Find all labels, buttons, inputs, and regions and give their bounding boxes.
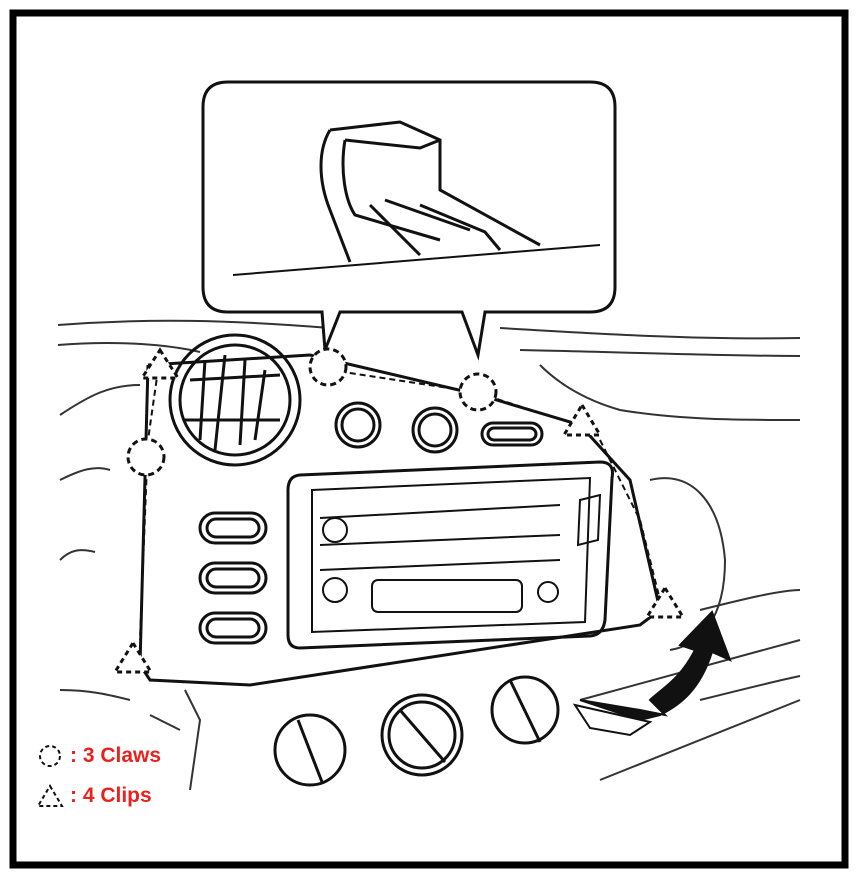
legend-claws: : 3 Claws (70, 744, 161, 768)
claw-markers (126, 347, 498, 477)
dashboard-background (57, 319, 801, 791)
legend-clips-label: : 4 Clips (70, 784, 152, 807)
legend-claws-label: : 3 Claws (70, 744, 162, 767)
legend-symbols (36, 745, 64, 807)
legend-clips: : 4 Clips (70, 784, 152, 808)
clip-markers (112, 347, 686, 674)
legend-claw-symbol (39, 745, 61, 767)
left-buttons (198, 511, 268, 645)
claw-detail-callout (201, 80, 617, 361)
audio-unit (286, 460, 614, 650)
pull-direction-arrow (572, 610, 732, 737)
top-knobs (334, 401, 544, 454)
lower-vents (273, 675, 560, 787)
round-air-vent (168, 333, 302, 467)
legend-clip-symbol (36, 784, 64, 807)
